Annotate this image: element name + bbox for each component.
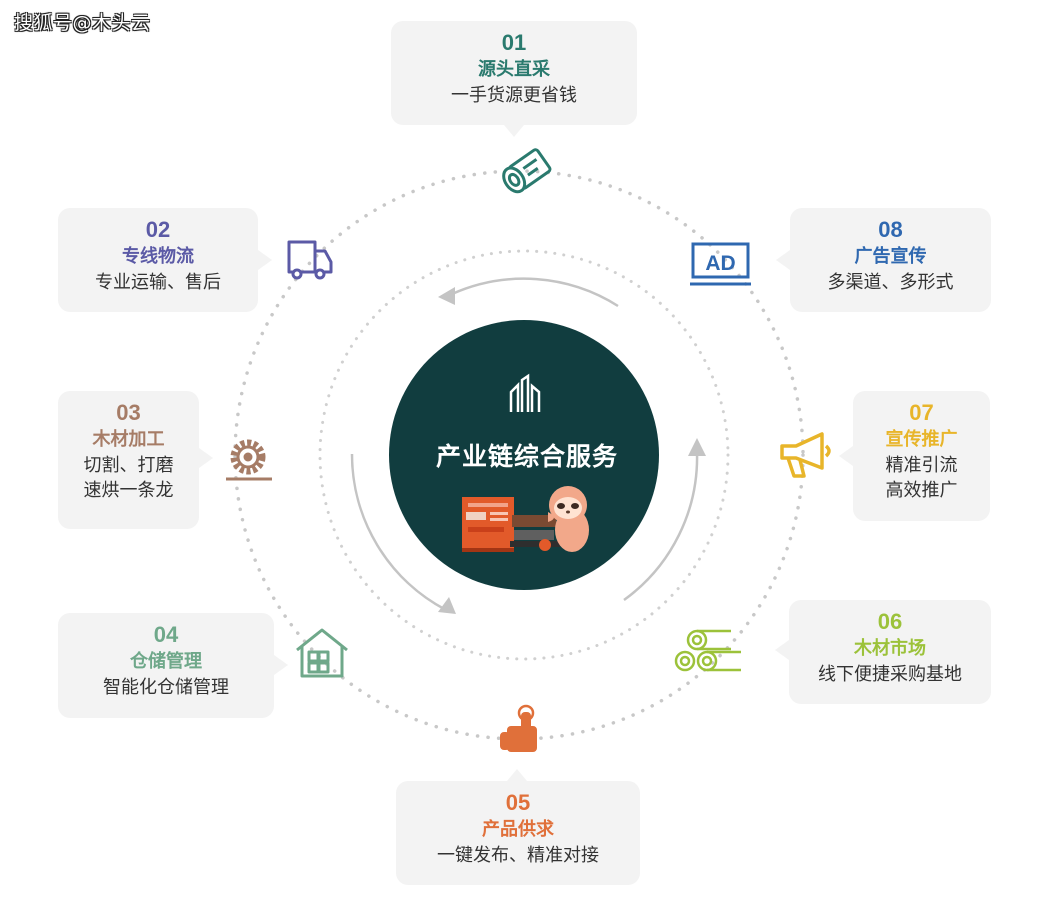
card-pointer	[199, 448, 213, 468]
sloth-machine-illustration	[462, 486, 589, 552]
service-card-03: 03 木材加工 切割、打磨 速烘一条龙	[58, 391, 199, 529]
inner-dotted-ring	[318, 249, 730, 661]
saw-blade-icon	[226, 439, 272, 481]
flow-arrowhead-left	[438, 597, 456, 614]
flow-arrowhead-top	[438, 287, 455, 305]
flow-arrow-top	[451, 277, 619, 308]
card-pointer	[274, 655, 288, 675]
card-pointer	[258, 250, 272, 270]
card-number: 03	[116, 400, 141, 425]
pointer-hand-icon	[500, 704, 537, 752]
service-card-05: 05 产品供求 一键发布、精准对接	[396, 781, 640, 885]
card-description: 线下便捷采购基地	[818, 664, 962, 685]
card-number: 02	[145, 217, 171, 242]
timber-stack-icon	[674, 629, 741, 672]
ad-screen-label: AD	[705, 252, 735, 275]
card-description-line-1: 精准引流	[885, 455, 958, 476]
center-circle	[389, 320, 659, 590]
card-title: 仓储管理	[130, 651, 202, 672]
card-description: 一键发布、精准对接	[437, 845, 599, 866]
card-number: 01	[501, 30, 527, 55]
log-icon	[502, 148, 552, 194]
service-card-02: 02 专线物流 专业运输、售后	[58, 208, 258, 312]
card-description-line-1: 切割、打磨	[83, 455, 174, 476]
center-title: 产业链综合服务	[435, 442, 618, 471]
watermark: 搜狐号@木头云	[14, 12, 151, 34]
card-number: 08	[878, 217, 903, 242]
flow-arrow-left	[350, 453, 447, 612]
warehouse-icon	[296, 628, 348, 678]
card-pointer	[504, 125, 524, 137]
service-card-08: 08 广告宣传 多渠道、多形式	[790, 208, 991, 312]
card-description: 多渠道、多形式	[827, 272, 954, 293]
card-description-line-2: 速烘一条龙	[83, 480, 174, 501]
card-description: 专业运输、售后	[95, 272, 221, 293]
service-card-06: 06 木材市场 线下便捷采购基地	[789, 600, 991, 704]
ad-screen-icon: AD	[690, 242, 751, 286]
megaphone-icon	[780, 432, 831, 478]
card-pointer	[775, 640, 789, 660]
card-number: 04	[153, 622, 179, 647]
card-number: 07	[909, 400, 934, 425]
card-description: 一手货源更省钱	[451, 85, 577, 106]
card-pointer	[839, 446, 853, 466]
card-title: 专线物流	[122, 246, 194, 267]
card-title: 产品供求	[482, 819, 554, 840]
card-number: 06	[877, 609, 903, 634]
service-card-07: 07 宣传推广 精准引流 高效推广	[853, 391, 990, 521]
card-description: 智能化仓储管理	[103, 677, 229, 698]
service-card-04: 04 仓储管理 智能化仓储管理	[58, 613, 274, 718]
card-title: 源头直采	[478, 59, 550, 80]
card-title: 木材加工	[92, 429, 165, 450]
flow-arrow-right	[623, 451, 699, 602]
card-number: 05	[505, 790, 531, 815]
card-title: 宣传推广	[885, 429, 958, 450]
center-logo-icon	[509, 373, 541, 412]
card-description-line-2: 高效推广	[885, 480, 958, 501]
truck-icon	[287, 240, 333, 280]
flow-arrowhead-right	[688, 438, 706, 456]
card-title: 木材市场	[854, 638, 926, 659]
card-pointer	[776, 250, 790, 270]
service-card-01: 01 源头直采 一手货源更省钱	[391, 21, 637, 125]
flow-arrows	[350, 277, 699, 612]
card-pointer	[507, 769, 527, 781]
card-title: 广告宣传	[854, 246, 927, 267]
